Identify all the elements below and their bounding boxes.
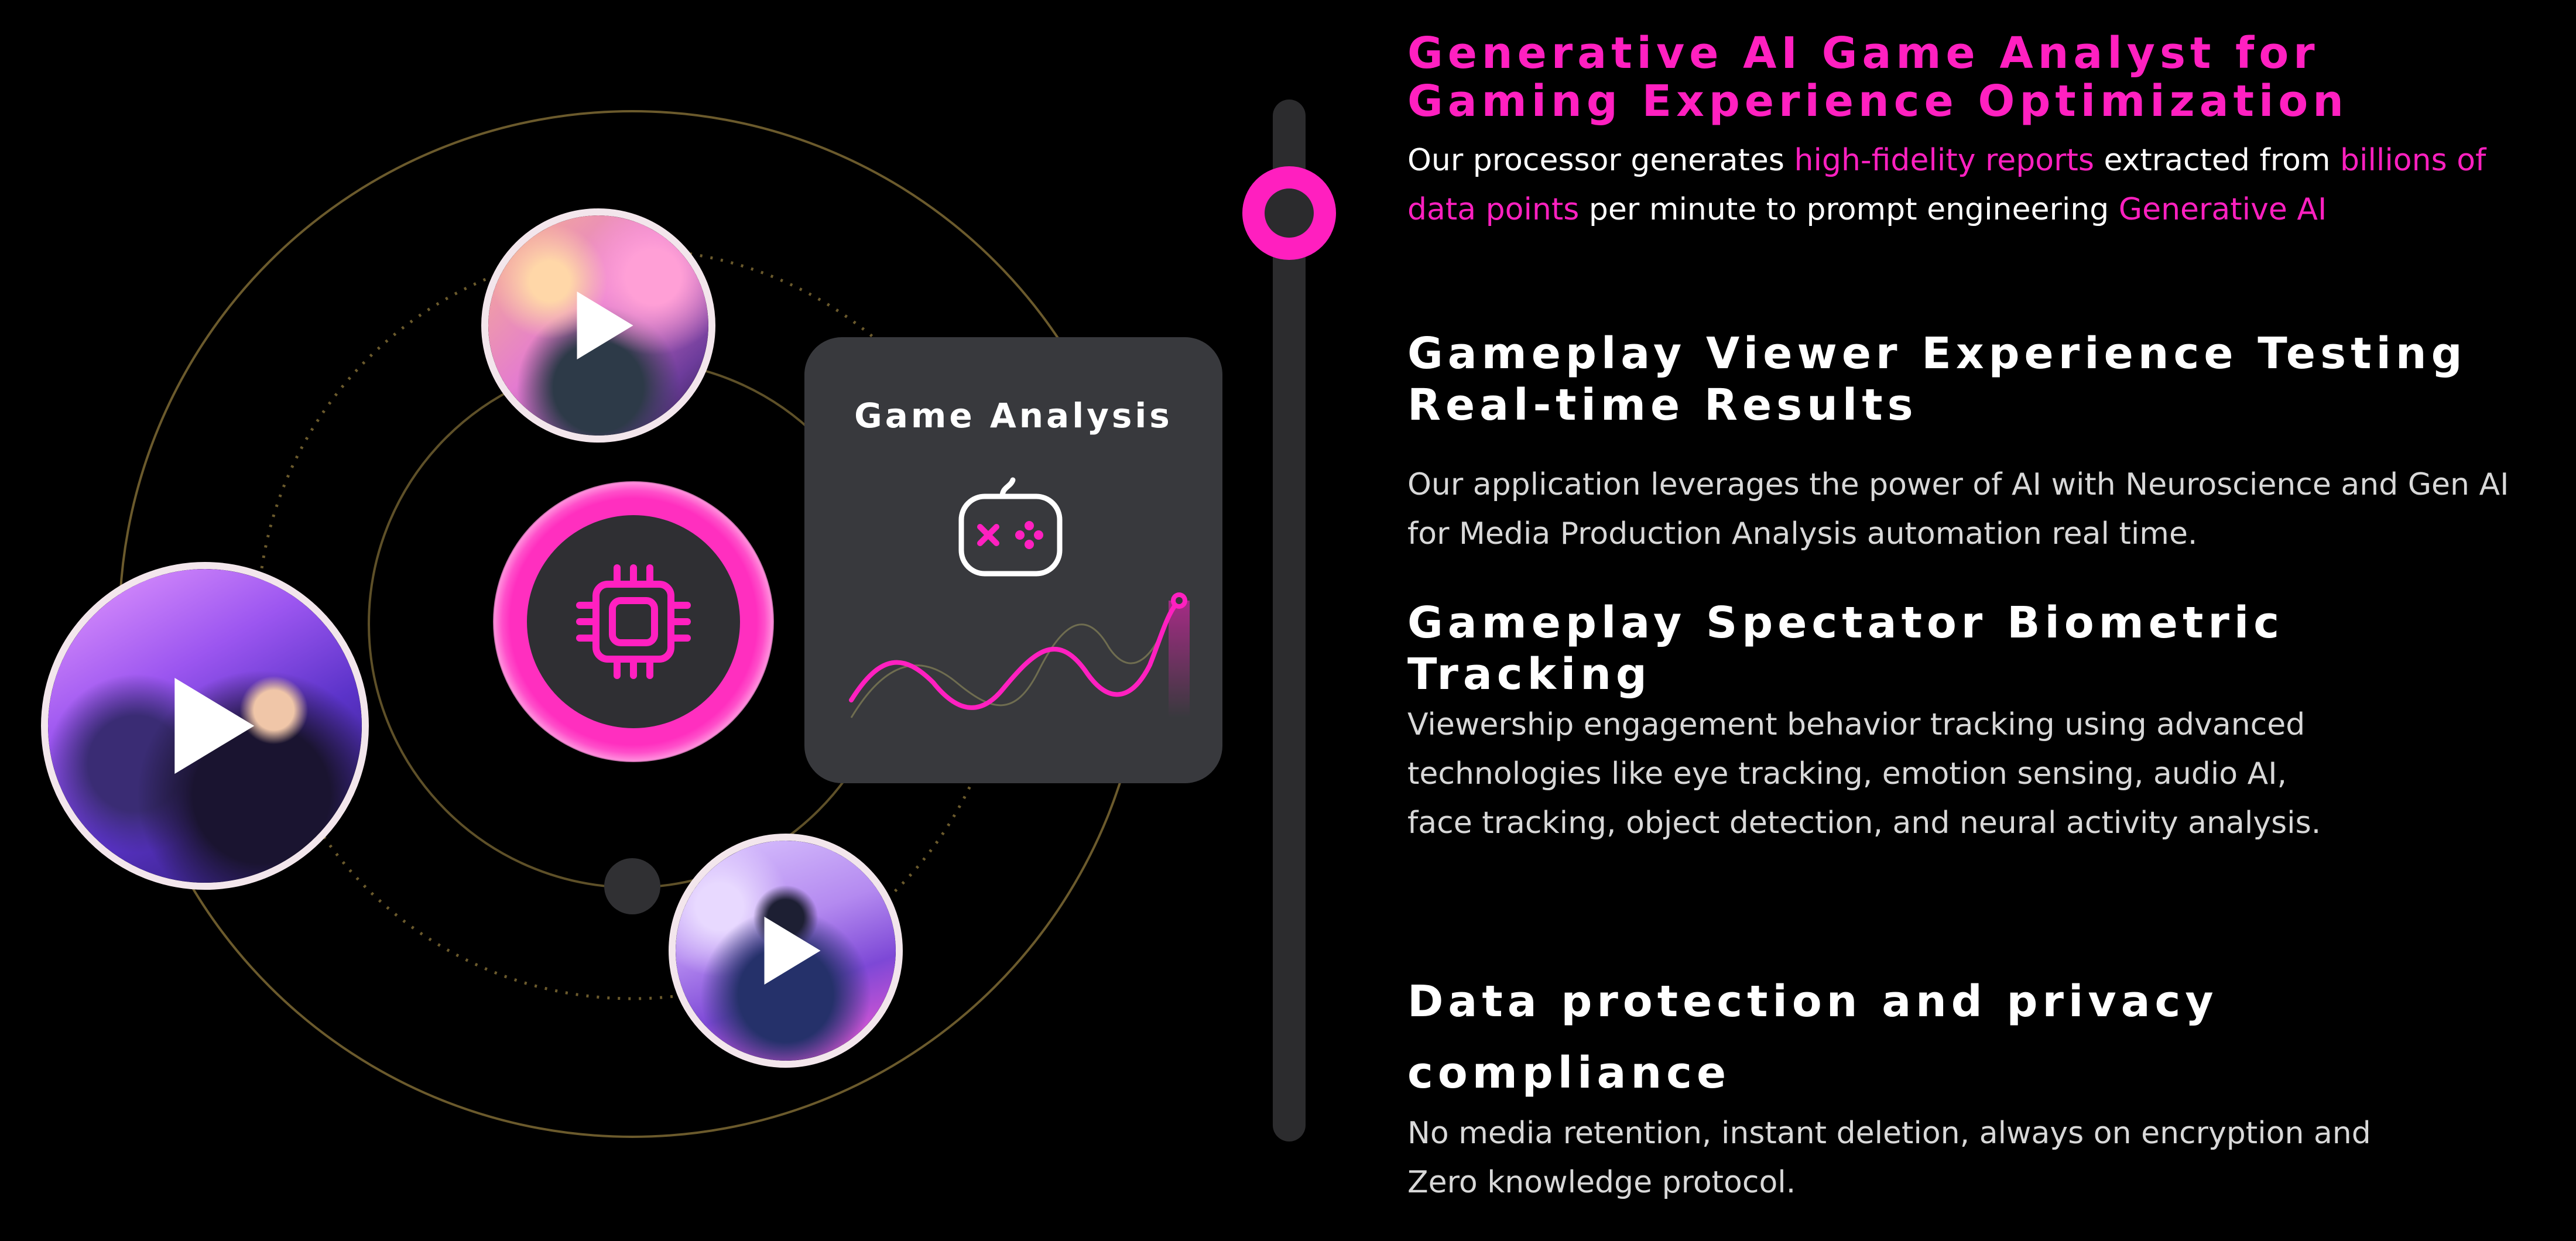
section-title: Data protection and privacy compliance [1407, 976, 2218, 1098]
body-text: extracted from [2094, 143, 2340, 178]
orbit-dot [604, 858, 660, 914]
video-thumbnail-vr[interactable] [669, 834, 903, 1068]
body-highlight: Generative AI [2118, 192, 2327, 227]
body-text: Our processor generates [1407, 143, 1794, 178]
section-body: Viewership engagement behavior tracking … [1407, 707, 2321, 841]
body-highlight: billions of data points [1407, 143, 2486, 227]
video-thumbnail-gamer[interactable] [41, 562, 369, 890]
processor-core [527, 515, 740, 728]
feature-section: Data protection and privacy compliance N… [1407, 966, 2403, 1207]
game-analysis-card: Game Analysis [804, 337, 1222, 783]
gamepad-icon [958, 477, 1063, 577]
body-highlight: high-fidelity reports [1794, 143, 2094, 178]
play-icon[interactable] [577, 292, 633, 359]
video-thumbnail-keyboard[interactable] [481, 208, 715, 443]
timeline-track [1273, 100, 1306, 1141]
section-title: Gameplay Spectator Biometric Tracking [1407, 598, 2284, 700]
play-icon[interactable] [764, 917, 821, 985]
feature-section: Gameplay Spectator Biometric Tracking Vi… [1407, 597, 2344, 848]
play-icon[interactable] [174, 678, 255, 774]
section-body: No media retention, instant deletion, al… [1407, 1116, 2371, 1200]
analysis-wave-chart [849, 592, 1190, 718]
feature-illustration: Game Analysis [0, 0, 1259, 1241]
body-text: per minute to prompt engineering [1579, 192, 2119, 227]
section-title: Gameplay Viewer Experience Testing Real-… [1407, 328, 2467, 430]
timeline-active-marker[interactable] [1242, 166, 1336, 260]
cpu-chip-icon [576, 564, 691, 679]
section-title: Generative AI Game Analyst for Gaming Ex… [1407, 28, 2348, 126]
section-body: Our application leverages the power of A… [1407, 467, 2509, 551]
feature-section: Generative AI Game Analyst for Gaming Ex… [1407, 29, 2520, 234]
section-body: Our processor generates high-fidelity re… [1407, 136, 2520, 234]
card-title: Game Analysis [854, 396, 1173, 436]
feature-section: Gameplay Viewer Experience Testing Real-… [1407, 328, 2520, 558]
